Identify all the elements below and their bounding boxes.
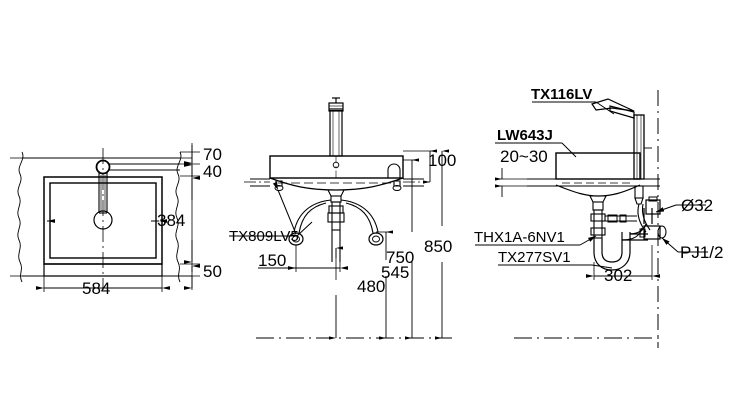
dim-deck-height: 100 (428, 151, 456, 170)
part-label-trap: TX277SV1 (498, 249, 571, 266)
dim-supply-thread: PJ1/2 (680, 243, 723, 262)
dim-plan-top-b: 40 (203, 162, 222, 181)
dim-plan-width: 584 (82, 279, 110, 298)
dim-faucet-height: 750 (386, 248, 414, 267)
text-layer: 70 40 384 50 584 TX809LV5 150 480 545 75… (82, 86, 723, 298)
dim-plan-depth: 384 (157, 211, 185, 230)
dim-supply-spread: 150 (258, 251, 286, 270)
dim-plan-bottom: 50 (203, 262, 222, 281)
section-side-view-group (475, 90, 708, 348)
dim-supply-height: 545 (381, 263, 409, 282)
plan-view-group (10, 143, 200, 292)
part-label-angle-stop: TX809LV5 (229, 228, 299, 245)
dim-counter-thickness: 20~30 (500, 147, 548, 166)
dim-plan-top-a: 70 (203, 145, 222, 164)
dim-trap-height: 480 (357, 277, 385, 296)
dim-wall-offset: 302 (604, 266, 632, 285)
section-front-view-group (229, 97, 452, 340)
part-label-basin: LW643J (497, 127, 553, 144)
part-label-drain: THX1A-6NV1 (474, 229, 565, 246)
part-label-faucet: TX116LV (531, 86, 592, 103)
dim-drain-diameter: Ø32 (681, 196, 713, 215)
dim-total-height: 850 (424, 237, 452, 256)
